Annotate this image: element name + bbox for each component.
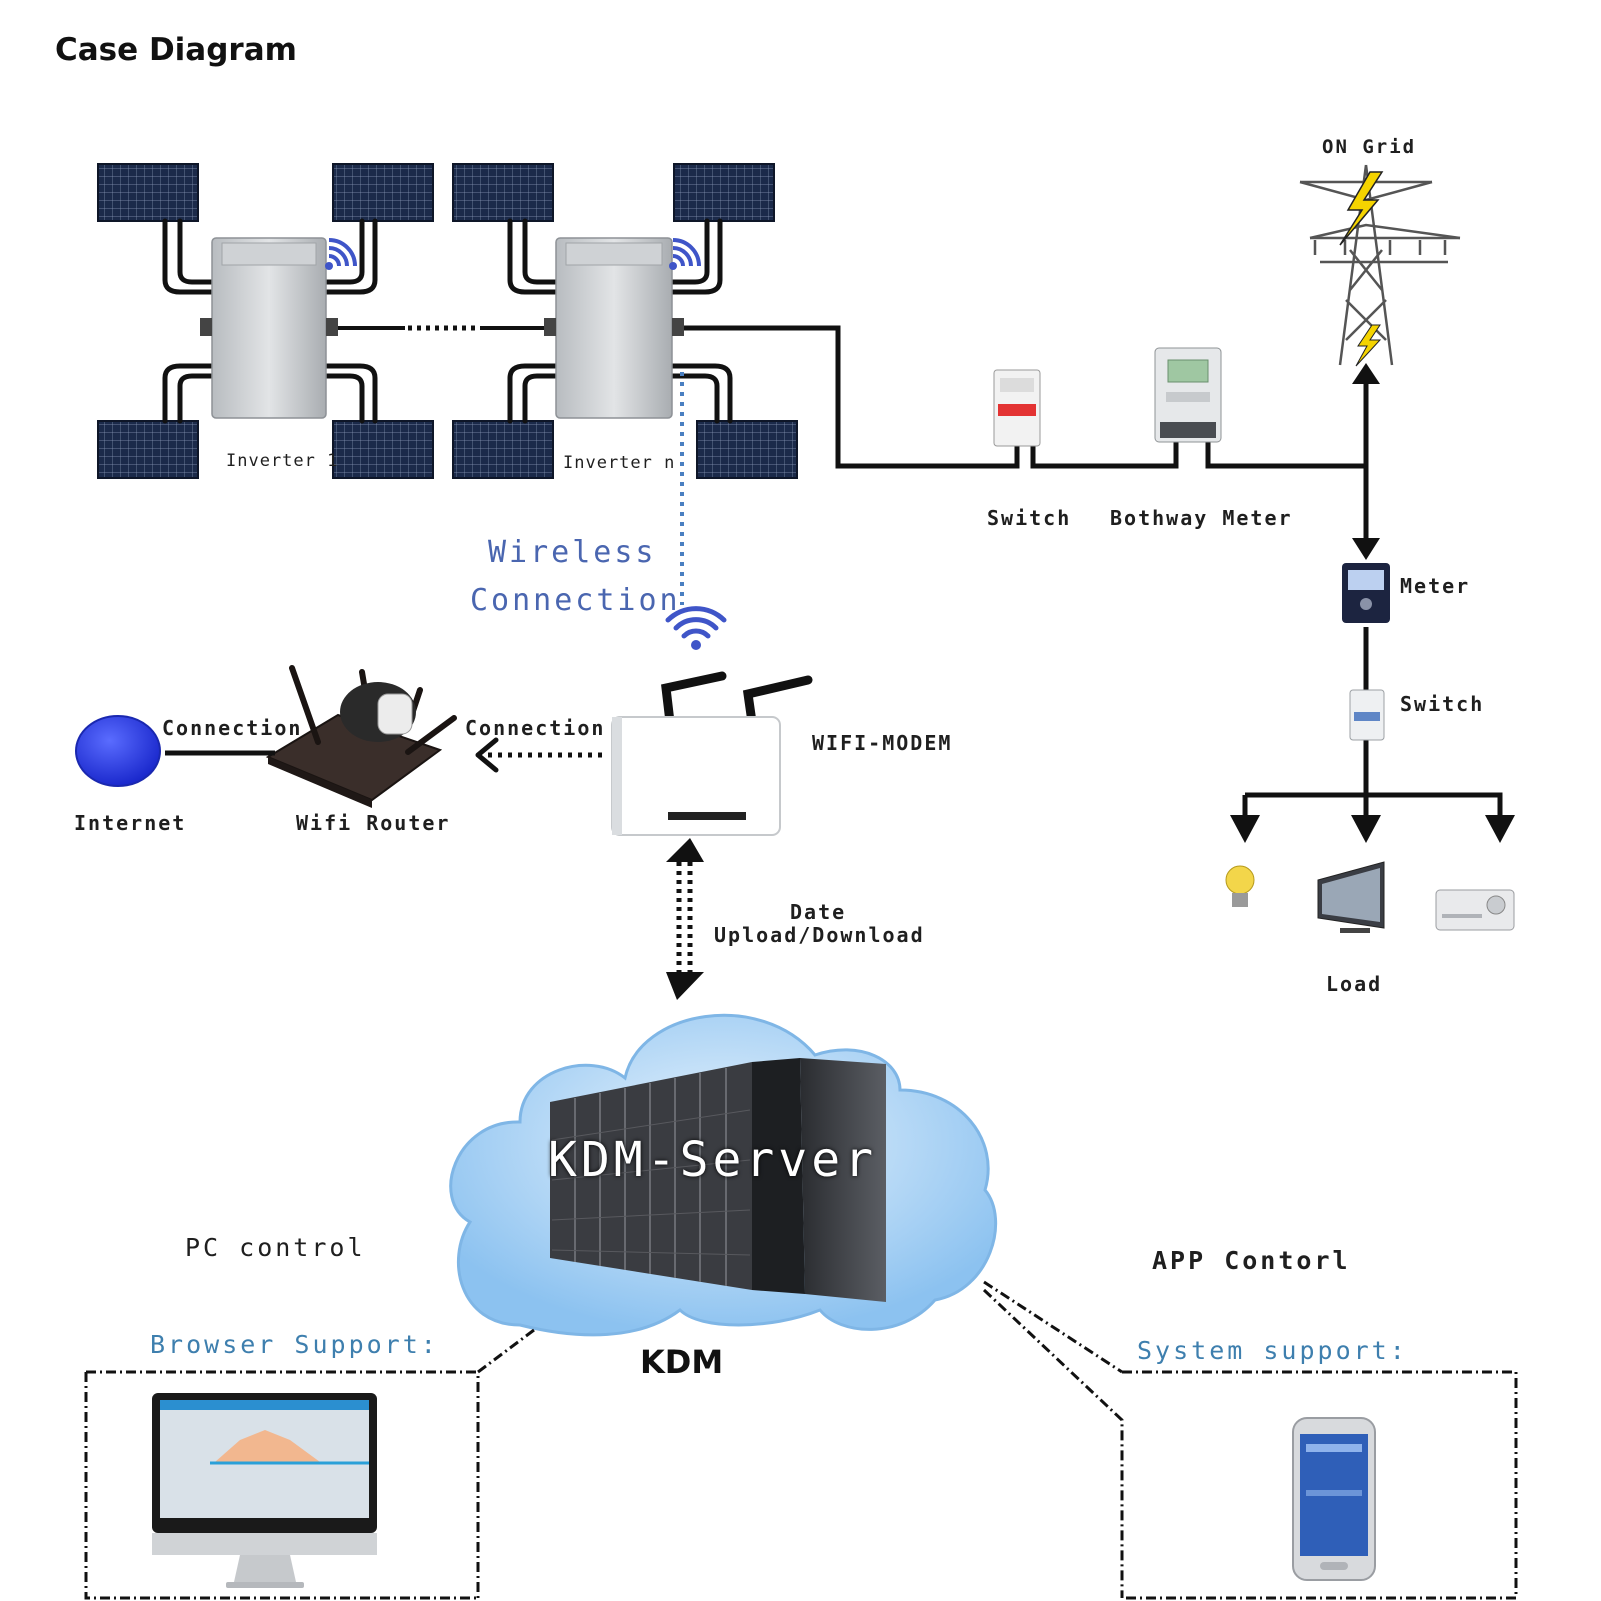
wireless-label-line1: Wireless xyxy=(488,535,657,570)
inverter-1-label: Inverter 1 xyxy=(226,451,339,471)
wifi-signal-icon xyxy=(325,238,357,270)
ac-line xyxy=(684,325,1503,818)
load-label: Load xyxy=(1326,972,1383,996)
television-icon xyxy=(1317,861,1385,933)
kdm-server-label: KDM-Server xyxy=(548,1132,877,1188)
system-support-box xyxy=(1122,1370,1518,1600)
meter-label: Meter xyxy=(1400,574,1471,598)
wifi-router-label: Wifi Router xyxy=(296,811,451,835)
browser-support-box xyxy=(84,1370,478,1600)
inverter-n-label: Inverter n xyxy=(563,453,676,473)
solar-panel xyxy=(696,420,798,479)
wifi-modem-label: WIFI-MODEM xyxy=(812,731,953,755)
connection-left-label: Connection xyxy=(162,716,303,740)
smartphone-icon xyxy=(1292,1417,1376,1581)
data-label-line2: Upload/Download xyxy=(714,923,925,947)
system-support-label: System support: xyxy=(1137,1336,1408,1365)
pc-control-label: PC control xyxy=(185,1233,366,1262)
internet-globe-icon xyxy=(75,715,161,787)
solar-panels xyxy=(97,163,798,479)
switch-right-label: Switch xyxy=(1400,692,1485,716)
inverter-n xyxy=(544,237,684,419)
data-label-line1: Date xyxy=(790,900,847,924)
arrowheads xyxy=(1230,363,1515,843)
server-rack-icon xyxy=(550,1058,886,1302)
air-conditioner-icon xyxy=(1435,889,1515,931)
switch-icon xyxy=(1349,689,1385,741)
internet-label: Internet xyxy=(74,811,187,835)
connection-right-label: Connection xyxy=(465,716,606,740)
wireless-label-line2: Connection xyxy=(470,583,681,618)
bothway-meter-label: Bothway Meter xyxy=(1110,506,1293,530)
solar-panel xyxy=(452,163,554,222)
panel-cables xyxy=(162,218,733,424)
bothway-meter-icon xyxy=(1154,347,1222,443)
desktop-computer-icon xyxy=(152,1393,377,1588)
kdm-label: KDM xyxy=(640,1343,724,1381)
wifi-signal-icon xyxy=(669,238,701,270)
solar-panel xyxy=(452,420,554,479)
light-bulb-icon xyxy=(1225,865,1255,907)
browser-support-label: Browser Support: xyxy=(150,1330,439,1359)
power-tower-icon xyxy=(1299,164,1461,366)
lightning-icon xyxy=(1339,171,1384,246)
arrow-left-icon xyxy=(475,737,499,773)
data-link xyxy=(666,838,704,1000)
solar-panel xyxy=(97,163,199,222)
wifi-router-icon xyxy=(265,665,457,808)
lightning-icon xyxy=(1355,324,1382,367)
page-title: Case Diagram xyxy=(55,32,297,68)
on-grid-label: ON Grid xyxy=(1322,136,1417,158)
client-links xyxy=(476,1280,1124,1600)
wifi-modem-icon xyxy=(611,671,813,836)
solar-panel xyxy=(673,163,775,222)
wifi-icon xyxy=(665,606,727,650)
meter-icon xyxy=(1342,563,1390,623)
breaker-switch-icon xyxy=(993,369,1041,447)
solar-panel xyxy=(97,420,199,479)
switch-top-label: Switch xyxy=(987,506,1072,530)
inverter-1 xyxy=(200,237,338,419)
app-control-label: APP Contorl xyxy=(1152,1246,1351,1275)
solar-panel xyxy=(332,420,434,479)
solar-panel xyxy=(332,163,434,222)
